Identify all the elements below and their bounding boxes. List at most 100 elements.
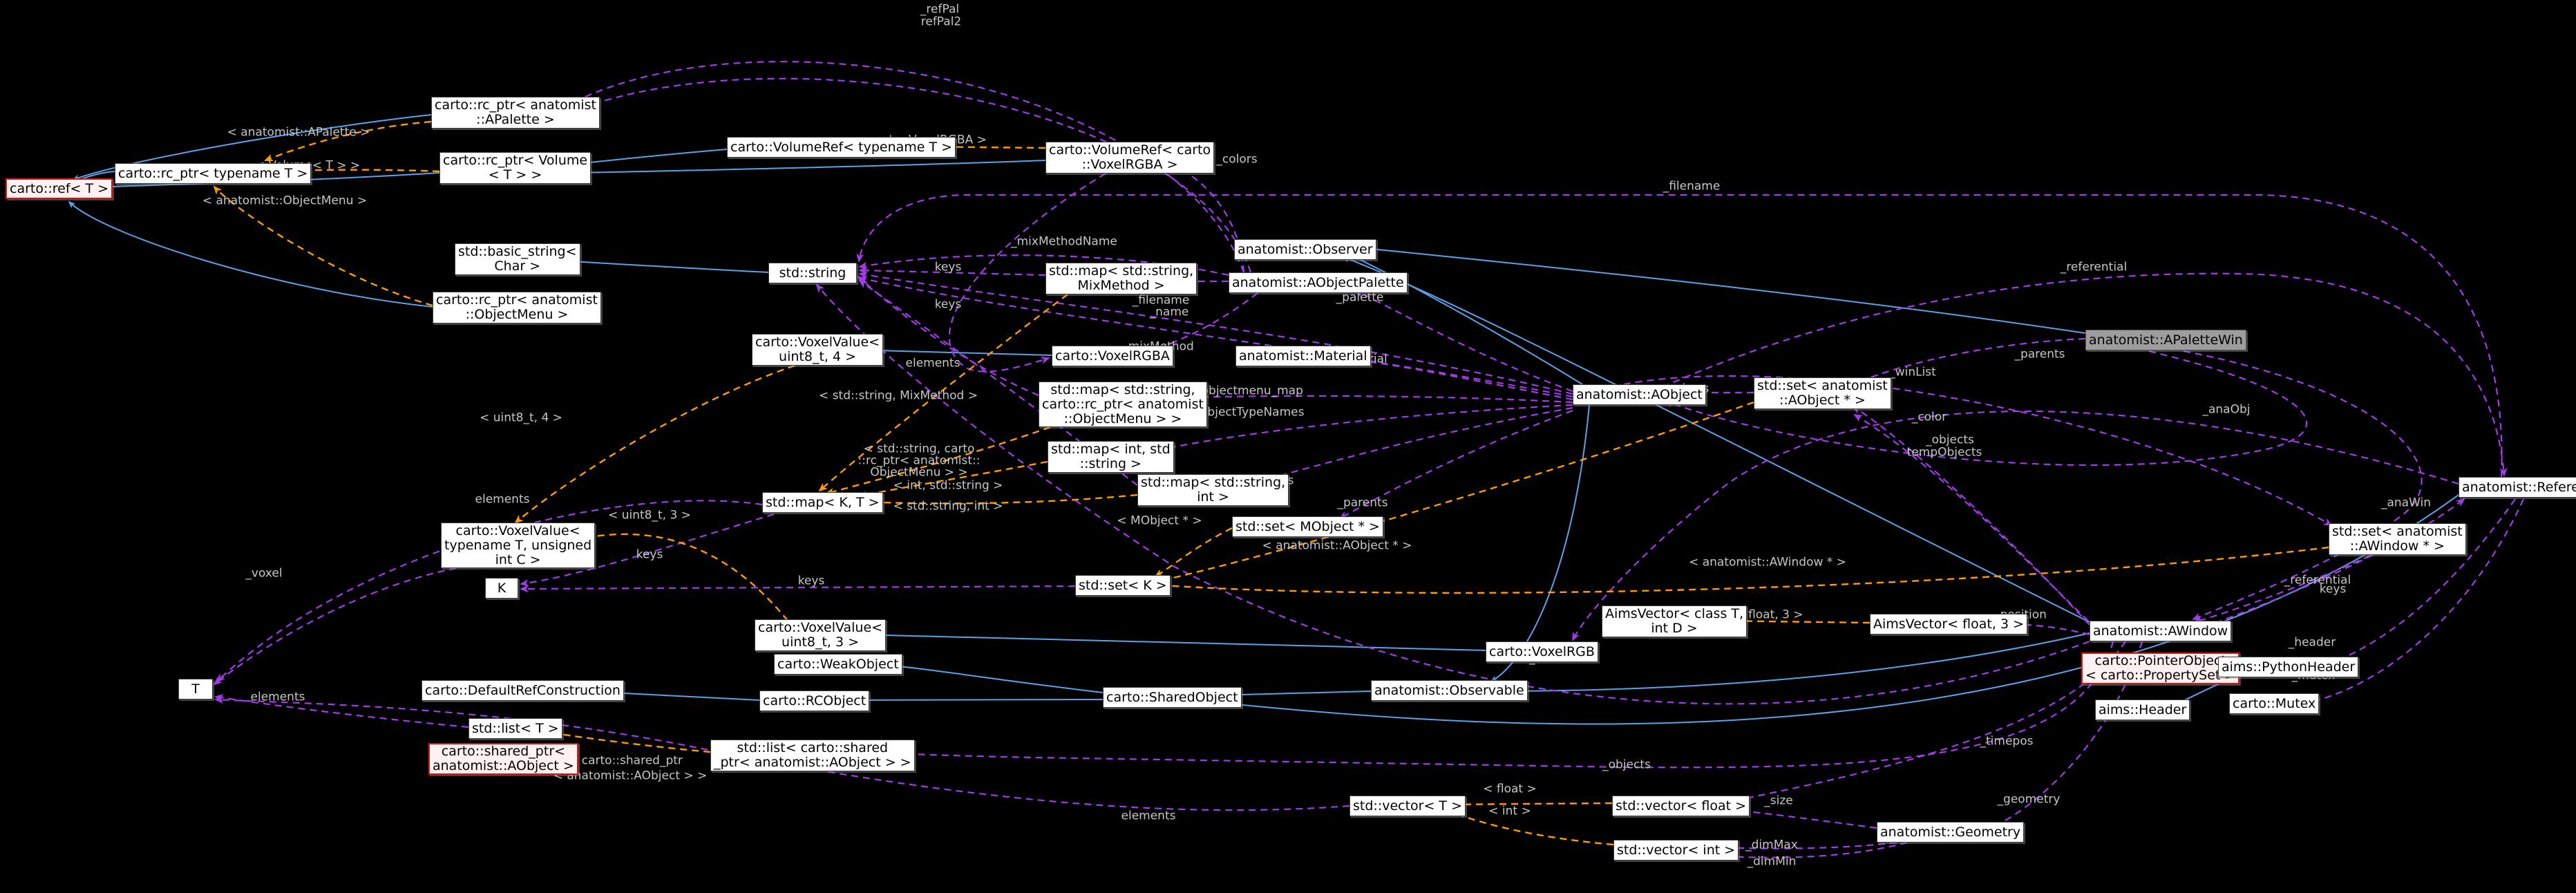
class-node-awindow[interactable]: anatomist::AWindow <box>2090 621 2232 641</box>
class-node-vector-float[interactable]: std::vector< float > <box>1612 796 1750 816</box>
edge-label-48: < anatomist::AObject > > <box>553 769 708 783</box>
class-node-label: carto::VoxelValue< <box>455 523 580 538</box>
class-node-voxelvalue-uint8-3[interactable]: carto::VoxelValue<uint8_t, 3 > <box>755 619 887 651</box>
edge-label-45: elements <box>250 690 305 704</box>
edge-inherit-9 <box>1342 251 1583 385</box>
edge-template-73 <box>858 460 1048 499</box>
class-node-referential[interactable]: anatomist::Referential <box>2459 477 2576 498</box>
edge-label-46: elements <box>1121 809 1176 823</box>
class-node-list-t[interactable]: std::list< T > <box>468 718 562 739</box>
edge-label-16: elements <box>905 356 960 370</box>
class-node-std-string[interactable]: std::string <box>768 263 857 283</box>
class-node-pythonheader[interactable]: aims::PythonHeader <box>2218 657 2359 677</box>
class-node-aimsvector-float-3[interactable]: AimsVector< float, 3 > <box>1870 614 2027 634</box>
edge-inherit-3 <box>68 200 433 308</box>
edge-inherit-7 <box>850 346 1052 356</box>
edge-label-59: < anatomist::AWindow * > <box>1689 555 1846 570</box>
class-node-rcobject[interactable]: carto::RCObject <box>759 690 870 711</box>
class-node-ref-t[interactable]: carto::ref< T > <box>6 178 113 199</box>
class-node-label: carto::rc_ptr< anatomist <box>1042 396 1204 412</box>
class-node-k[interactable]: K <box>485 578 518 599</box>
edge-label-2: < anatomist::APalette > <box>227 125 370 140</box>
edge-label-0: _refPal <box>920 2 960 17</box>
class-node-set-mobject[interactable]: std::set< MObject * > <box>1232 516 1383 537</box>
class-node-map-k-t[interactable]: std::map< K, T > <box>762 492 883 513</box>
edge-member-52 <box>2324 498 2516 666</box>
class-node-sharedobject[interactable]: carto::SharedObject <box>1103 687 1242 708</box>
class-node-aimsvector-class-t[interactable]: AimsVector< class T,int D > <box>1602 605 1748 637</box>
class-node-volumeref-typename-t[interactable]: carto::VolumeRef< typename T > <box>727 137 956 158</box>
class-node-aobjectpalette[interactable]: anatomist::AObjectPalette <box>1229 272 1408 293</box>
edge-member-35 <box>948 173 1106 373</box>
class-node-label: carto::ref< T > <box>10 180 109 196</box>
edge-member-46 <box>1664 350 2308 467</box>
edge-label-1: refPal2 <box>920 15 962 29</box>
class-node-label: carto::VolumeRef< typename T > <box>730 139 953 155</box>
edge-template-67 <box>264 120 432 162</box>
class-node-weakobject[interactable]: carto::WeakObject <box>774 654 902 675</box>
class-node-label: AimsVector< class T, <box>1605 606 1744 621</box>
class-node-t[interactable]: T <box>178 679 213 699</box>
class-node-set-k[interactable]: std::set< K > <box>1075 575 1171 596</box>
edge-member-48 <box>2193 554 2371 624</box>
class-node-map-int-string[interactable]: std::map< int, std::string > <box>1048 441 1174 473</box>
class-node-rcptr-typename-t[interactable]: carto::rc_ptr< typename T > <box>115 163 312 184</box>
class-node-label: std::map< K, T > <box>766 494 880 510</box>
class-node-shared-ptr-aobject[interactable]: carto::shared_ptr<anatomist::AObject > <box>428 743 578 775</box>
class-node-vector-t[interactable]: std::vector< T > <box>1349 796 1466 816</box>
class-node-label: carto::shared_ptr< <box>441 744 566 759</box>
edge-label-52: _geometry <box>1997 792 2061 807</box>
edge-label-35: tempObjects <box>1906 445 1982 460</box>
class-node-label: anatomist::AObjectPalette <box>1232 274 1404 290</box>
edge-label-44: _voxel <box>245 566 283 581</box>
edge-member-62 <box>520 513 775 587</box>
edge-inherit-16 <box>849 697 1104 704</box>
class-node-map-string-mixmethod[interactable]: std::map< std::string,MixMethod > <box>1045 263 1197 294</box>
class-node-label: ::AWindow * > <box>2349 538 2445 554</box>
class-node-label: std::list< T > <box>472 720 559 736</box>
class-node-basic-string[interactable]: std::basic_string<Char > <box>455 243 580 275</box>
class-node-set-aobject[interactable]: std::set< anatomist::AObject * > <box>1754 377 1891 409</box>
edge-label-26: < std::string, int > <box>893 499 1003 514</box>
edge-inherit-0 <box>72 114 432 181</box>
edge-member-47 <box>2183 350 2423 621</box>
class-node-rcptr-objectmenu[interactable]: carto::rc_ptr< anatomist::ObjectMenu > <box>433 292 601 323</box>
class-node-volumeref-voxelrgba[interactable]: carto::VolumeRef< carto::VoxelRGBA > <box>1045 142 1215 173</box>
class-node-label: std::basic_string< <box>458 244 577 259</box>
edge-label-14: _filename <box>1132 293 1190 308</box>
class-node-rcptr-apalette[interactable]: carto::rc_ptr< anatomist::APalette > <box>431 97 600 129</box>
class-node-aobject[interactable]: anatomist::AObject <box>1573 384 1706 405</box>
class-node-aims-header[interactable]: aims::Header <box>2095 699 2190 720</box>
class-node-voxelvalue-uint8-4[interactable]: carto::VoxelValue<uint8_t, 4 > <box>752 334 884 366</box>
class-node-apalettewin[interactable]: anatomist::APaletteWin <box>2085 330 2246 350</box>
class-node-observer[interactable]: anatomist::Observer <box>1234 239 1376 260</box>
class-node-label: uint8_t, 3 > <box>782 634 860 650</box>
class-node-mutex[interactable]: carto::Mutex <box>2229 693 2320 714</box>
edge-label-25: < int, std::string > <box>893 478 1003 493</box>
class-node-label: < T > > <box>488 167 542 182</box>
edge-member-37 <box>1136 404 1573 457</box>
class-node-label: carto::VoxelValue< <box>755 335 880 350</box>
class-node-defaultrefconstruction[interactable]: carto::DefaultRefConstruction <box>422 680 624 701</box>
edge-label-11: keys <box>934 260 962 274</box>
class-node-material[interactable]: anatomist::Material <box>1235 346 1371 366</box>
edge-label-38: _anaWin <box>2380 496 2432 510</box>
class-node-vector-int[interactable]: std::vector< int > <box>1613 840 1739 861</box>
class-node-voxelrgba[interactable]: carto::VoxelRGBA <box>1052 346 1173 366</box>
class-node-pointerobject[interactable]: carto::PointerObject< carto::PropertySet… <box>2081 652 2240 684</box>
class-node-voxelrgb[interactable]: carto::VoxelRGB <box>1486 641 1598 662</box>
edge-member-30 <box>1354 290 1573 393</box>
edge-label-20: _objectmenu_map <box>1195 384 1303 398</box>
edge-member-59 <box>1709 841 1908 861</box>
class-node-set-awindow[interactable]: std::set< anatomist::AWindow * > <box>2329 523 2466 555</box>
class-node-label: std::string <box>779 265 846 281</box>
class-node-label: std::set< anatomist <box>2332 524 2463 539</box>
class-node-map-string-int[interactable]: std::map< std::string,int > <box>1137 474 1289 506</box>
edge-member-24 <box>856 194 2503 478</box>
class-node-map-string-objectmenu[interactable]: std::map< std::string,carto::rc_ptr< ana… <box>1039 382 1207 427</box>
class-node-observable[interactable]: anatomist::Observable <box>1371 680 1528 701</box>
class-node-list-shared-ptr[interactable]: std::list< carto::shared_ptr< anatomist:… <box>710 740 915 771</box>
class-node-rcptr-volume[interactable]: carto::rc_ptr< Volume< T > > <box>439 152 591 184</box>
class-node-geometry[interactable]: anatomist::Geometry <box>1877 822 2025 843</box>
